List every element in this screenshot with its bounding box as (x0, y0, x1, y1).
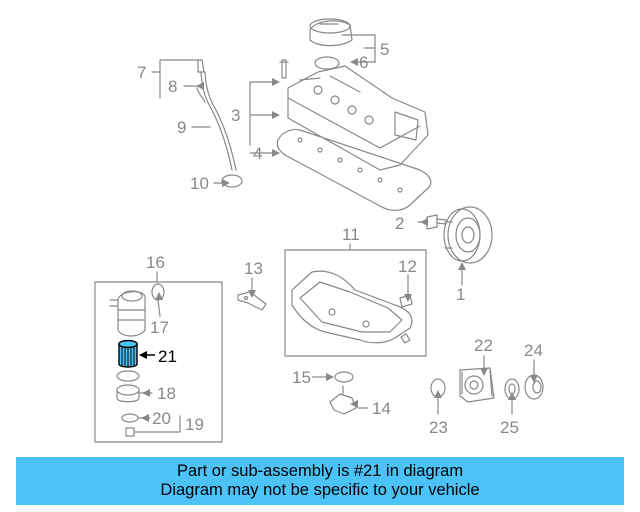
oil-cooler-part (459, 355, 495, 403)
callout-17: 17 (150, 318, 169, 337)
callout-14: 14 (372, 399, 391, 418)
oil-filter-assembly-box (94, 281, 223, 443)
callout-11: 11 (342, 225, 360, 244)
callout-23: 23 (429, 418, 448, 437)
oil-strainer-part (329, 385, 357, 415)
callout-24: 24 (524, 341, 543, 360)
oil-pan-plug-part (399, 274, 413, 308)
callout-2: 2 (395, 214, 404, 233)
filter-oring-part (116, 370, 140, 382)
oil-filter-housing-part (109, 290, 146, 337)
oil-filler-cap-part (309, 18, 353, 47)
banner-line-1: Part or sub-assembly is #21 in diagram (176, 462, 464, 480)
banner-line-2: Diagram may not be specific to your vehi… (160, 481, 480, 499)
callout-9: 9 (177, 118, 186, 137)
callout-20: 20 (152, 409, 171, 428)
callout-22: 22 (474, 336, 493, 355)
crankshaft-pulley-part (443, 206, 493, 264)
callout-8: 8 (168, 77, 177, 96)
valve-cover-gasket-part (276, 128, 432, 211)
valve-cover-part (287, 65, 429, 171)
callout-13: 13 (244, 259, 263, 278)
part-info-banner: Part or sub-assembly is #21 in diagram D… (16, 457, 624, 505)
callout-10: 10 (190, 174, 209, 193)
callout-3: 3 (231, 106, 240, 125)
callout-7: 7 (137, 63, 146, 82)
drain-plug-part (125, 415, 181, 437)
callout-4: 4 (253, 144, 262, 163)
oil-pan-part (291, 270, 413, 344)
filter-cap-part (116, 384, 140, 403)
filler-cap-oring-part (314, 56, 340, 70)
callout-16: 16 (146, 253, 165, 272)
pulley-bolt-part (426, 214, 447, 230)
callout-15: 15 (292, 368, 311, 387)
oil-pan-box (284, 249, 427, 357)
oil-filter-part-21[interactable] (118, 339, 138, 368)
callout-25: 25 (500, 418, 519, 437)
drain-oring-part (121, 413, 139, 423)
callout-6: 6 (359, 53, 368, 72)
strainer-gasket-part (334, 371, 354, 383)
callout-21: 21 (158, 347, 177, 366)
callout-12: 12 (398, 257, 417, 276)
callout-18: 18 (157, 384, 176, 403)
callout-1: 1 (456, 285, 465, 304)
callout-5: 5 (380, 40, 389, 59)
callout-19: 19 (185, 415, 204, 434)
